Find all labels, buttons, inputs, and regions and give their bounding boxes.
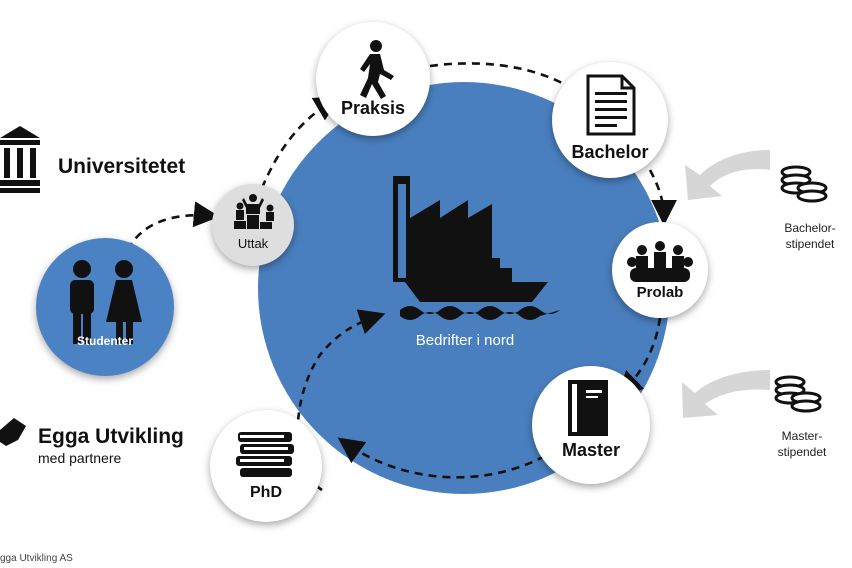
credit-text: gga Utvikling AS (0, 553, 73, 564)
praksis-label: Praksis (340, 98, 406, 118)
node-praksis: Praksis (316, 22, 430, 136)
node-prolab: Prolab (612, 222, 708, 318)
podium-icon (234, 194, 274, 229)
egga-title: Egga Utvikling (38, 425, 184, 448)
university-label: Universitetet (58, 155, 186, 178)
bachelor-label: Bachelor (571, 142, 649, 162)
meeting-icon (627, 241, 693, 282)
walking-person-icon (360, 40, 394, 99)
university-icon (0, 126, 40, 196)
master-grant-label: Master- stipendet (777, 429, 827, 459)
students-node: Studenter (36, 238, 174, 376)
arrow-master-phd (337, 437, 546, 479)
master-label: Master (561, 440, 621, 460)
coins-icon-master (772, 374, 824, 416)
coins-icon-bachelor (778, 164, 830, 206)
master-grant-arrow (682, 370, 770, 418)
arrow-bachelor-prolab (648, 169, 677, 226)
prolab-label: Prolab (636, 284, 684, 301)
bachelor-grant-arrow (685, 150, 770, 200)
phd-label: PhD (250, 484, 282, 501)
students-label: Studenter (76, 334, 133, 348)
node-phd: PhD (210, 410, 322, 522)
bachelor-grant-label: Bachelor- stipendet (784, 221, 836, 251)
center-label: Bedrifter i nord (415, 332, 515, 349)
uttak-label: Uttak (237, 236, 269, 251)
handshake-icon (0, 412, 30, 452)
books-stack-icon (236, 432, 294, 477)
arrow-studenter-uttak (126, 201, 220, 251)
document-icon (586, 74, 636, 136)
students-icon (70, 260, 142, 344)
node-bachelor: Bachelor (552, 62, 668, 178)
book-icon (568, 380, 608, 436)
node-master: Master (532, 366, 650, 484)
node-uttak: Uttak (212, 184, 294, 266)
egga-subtitle: med partnere (38, 450, 122, 466)
arrow-praksis-bachelor (429, 62, 594, 106)
